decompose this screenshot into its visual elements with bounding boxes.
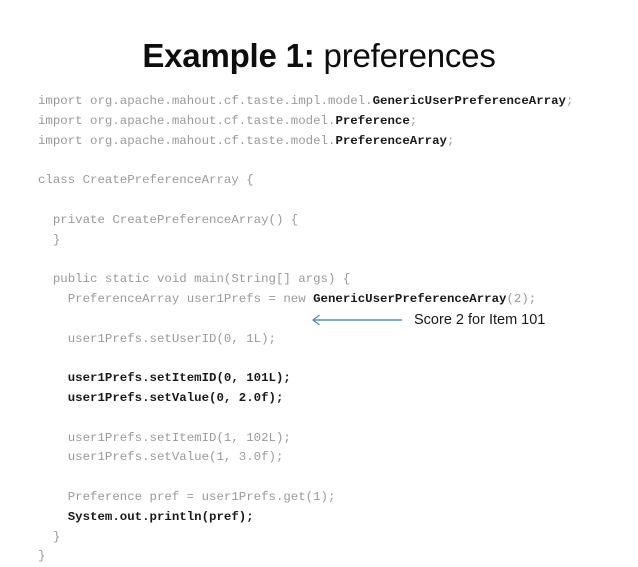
- code-line-blank: [38, 468, 618, 488]
- code-token-highlight: PreferenceArray: [335, 133, 447, 148]
- code-token: (2);: [506, 291, 537, 306]
- code-token-highlight: user1Prefs.setItemID(0, 101L);: [38, 371, 291, 386]
- code-line: import org.apache.mahout.cf.taste.model.…: [38, 112, 618, 132]
- code-token: user1Prefs.setItemID(1, 102L);: [38, 430, 291, 445]
- code-line: private CreatePreferenceArray() {: [38, 211, 618, 231]
- code-token: import org.apache.mahout.cf.taste.model.: [38, 113, 336, 128]
- code-token: class CreatePreferenceArray {: [38, 173, 254, 188]
- code-line-blank: [38, 409, 618, 429]
- code-token: private CreatePreferenceArray() {: [38, 212, 299, 227]
- code-line: user1Prefs.setItemID(0, 101L);: [38, 369, 618, 389]
- page-title-normal: preferences: [314, 37, 496, 74]
- code-line: user1Prefs.setValue(1, 3.0f);: [38, 448, 618, 468]
- code-line-blank: [38, 349, 618, 369]
- code-token: import org.apache.mahout.cf.taste.impl.m…: [38, 94, 373, 108]
- code-token: user1Prefs.setUserID(0, 1L);: [38, 331, 276, 346]
- code-line-blank: [38, 151, 618, 171]
- code-line: user1Prefs.setValue(0, 2.0f);: [38, 389, 618, 409]
- code-token-highlight: Preference: [335, 113, 410, 128]
- code-line: }: [38, 231, 618, 251]
- code-line: user1Prefs.setItemID(1, 102L);: [38, 429, 618, 449]
- code-line: import org.apache.mahout.cf.taste.model.…: [38, 132, 618, 152]
- code-line: class CreatePreferenceArray {: [38, 171, 618, 191]
- code-token-highlight: user1Prefs.setValue(0, 2.0f);: [38, 390, 284, 405]
- code-token: public static void main(String[] args) {: [38, 272, 351, 287]
- code-token: PreferenceArray user1Prefs = new: [38, 291, 314, 306]
- code-token: ;: [565, 94, 574, 108]
- code-token: ;: [409, 113, 418, 128]
- page-title: Example 1: preferences: [0, 36, 638, 76]
- code-token: }: [38, 529, 61, 544]
- code-line: user1Prefs.setUserID(0, 1L);: [38, 330, 618, 350]
- code-line: }: [38, 547, 618, 567]
- code-token: ;: [446, 133, 455, 148]
- code-token: }: [38, 549, 46, 564]
- annotation-arrow-icon: [308, 311, 404, 329]
- code-line: PreferenceArray user1Prefs = new Generic…: [38, 290, 618, 310]
- code-token-highlight: GenericUserPreferenceArray: [372, 94, 566, 108]
- code-token-highlight: System.out.println(pref);: [38, 509, 254, 524]
- code-line-blank: [38, 250, 618, 270]
- code-line-blank: [38, 191, 618, 211]
- page-title-bold: Example 1:: [142, 37, 315, 74]
- code-line: System.out.println(pref);: [38, 508, 618, 528]
- code-token: Preference pref = user1Prefs.get(1);: [38, 489, 336, 504]
- code-token: import org.apache.mahout.cf.taste.model.: [38, 133, 336, 148]
- code-line: import org.apache.mahout.cf.taste.impl.m…: [38, 92, 618, 112]
- code-line: public static void main(String[] args) {: [38, 270, 618, 290]
- code-line: }: [38, 528, 618, 548]
- code-token: }: [38, 232, 61, 247]
- code-line: Preference pref = user1Prefs.get(1);: [38, 488, 618, 508]
- code-listing: import org.apache.mahout.cf.taste.impl.m…: [38, 92, 618, 567]
- code-token: user1Prefs.setValue(1, 3.0f);: [38, 450, 284, 465]
- code-token-highlight: GenericUserPreferenceArray: [313, 291, 507, 306]
- annotation-label: Score 2 for Item 101: [414, 312, 546, 328]
